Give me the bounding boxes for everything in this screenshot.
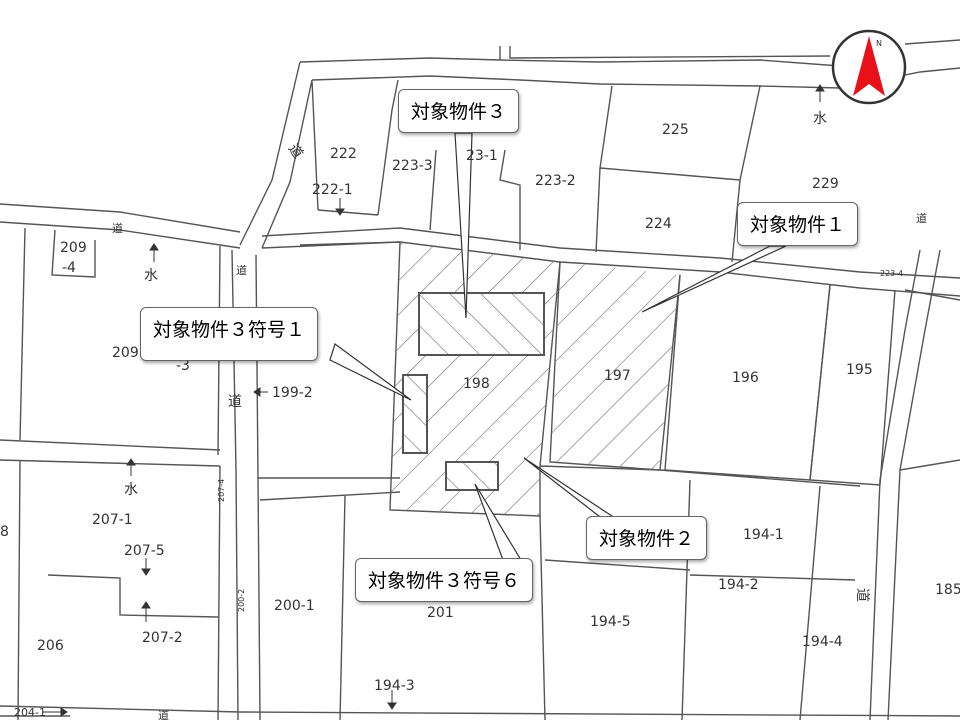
parcel-196: 196 — [732, 370, 759, 386]
parcel-225: 225 — [662, 122, 689, 138]
parcel-197: 197 — [604, 368, 631, 384]
parcel-209: 209 — [112, 345, 139, 361]
parcel-200-2: 200-2 — [237, 589, 246, 612]
parcel-195: 195 — [846, 362, 873, 378]
parcel-198: 198 — [463, 376, 490, 392]
parcel-206: 206 — [37, 638, 64, 654]
parcel-222-1: 222-1 — [312, 182, 353, 198]
parcel-labels: 222 222-1 223-3 23-1 223-2 225 224 229 2… — [0, 122, 960, 719]
callout-target3-sub1: 対象物件３符号１ — [140, 307, 319, 361]
parcel-boundaries — [0, 39, 960, 720]
north-compass: N — [831, 29, 907, 105]
north-label: N — [876, 39, 882, 48]
parcel-229: 229 — [812, 176, 839, 192]
parcel-207-5: 207-5 — [124, 543, 165, 559]
parcel-194-3: 194-3 — [374, 678, 415, 694]
parcel-223-3: 223-3 — [392, 158, 433, 174]
parcel-209-4-bottom: -4 — [62, 260, 76, 276]
parcel-199-2: 199-2 — [272, 385, 313, 401]
water-mark: 水 — [144, 268, 158, 284]
callout-target2: 対象物件２ — [586, 516, 708, 560]
parcel-194-1: 194-1 — [743, 527, 784, 543]
parcel-201: 201 — [427, 605, 454, 621]
parcel-222: 222 — [330, 146, 357, 162]
callout-target3-sub6: 対象物件３符号６ — [355, 558, 534, 602]
target-hatch-areas — [390, 242, 680, 516]
map-marks: 道 道 道 道 道 道 道 水 水 水 — [112, 111, 927, 720]
road-mark: 道 — [158, 708, 169, 720]
arrows — [43, 84, 825, 717]
parcel-209-3: -3 — [176, 358, 190, 374]
callout-pointers — [329, 132, 787, 561]
parcel-185: 185 — [935, 582, 960, 598]
parcel-8: 8 — [0, 524, 9, 540]
water-mark: 水 — [813, 111, 827, 127]
parcel-224: 224 — [645, 216, 672, 232]
hatch-parcel-197 — [550, 262, 680, 470]
parcel-207-4: 207-4 — [217, 479, 226, 502]
road-mark: 道 — [236, 263, 247, 277]
parcel-204-1: 204-1 — [14, 706, 46, 719]
parcel-209-4-top: 209 — [60, 240, 87, 256]
road-mark: 道 — [285, 141, 306, 162]
parcel-223-4: 223-4 — [880, 269, 903, 278]
parcel-200-1: 200-1 — [274, 598, 315, 614]
road-mark: 道 — [916, 211, 927, 225]
parcel-223-1: 23-1 — [466, 148, 498, 164]
parcel-194-5: 194-5 — [590, 614, 631, 630]
parcel-194-2: 194-2 — [718, 577, 759, 593]
water-mark: 水 — [124, 482, 138, 498]
road-mark: 道 — [112, 221, 123, 235]
road-mark: 道 — [228, 394, 242, 410]
callout-target1: 対象物件１ — [737, 202, 859, 246]
callout-target3: 対象物件３ — [398, 89, 520, 133]
parcel-223-2: 223-2 — [535, 173, 576, 189]
parcel-194-4: 194-4 — [802, 634, 843, 650]
road-mark: 道 — [854, 588, 870, 602]
parcel-207-1: 207-1 — [92, 512, 133, 528]
parcel-207-2: 207-2 — [142, 630, 183, 646]
